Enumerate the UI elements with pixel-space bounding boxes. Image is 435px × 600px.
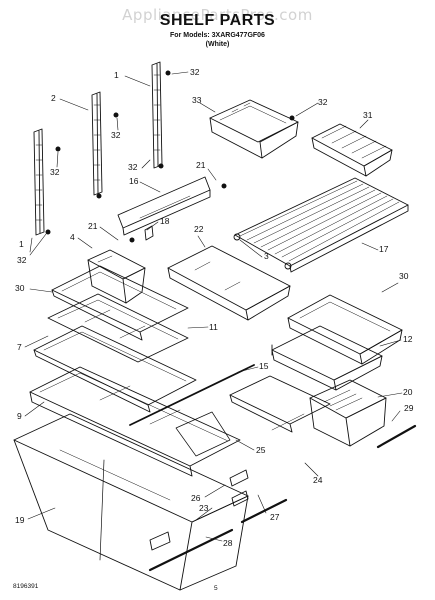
callout-32: 32 — [50, 167, 60, 177]
part-crisper-drawers — [13, 411, 249, 591]
part-slide-clips — [149, 469, 249, 551]
page-title: SHELF PARTS — [159, 12, 276, 29]
part-shelf-ladder-right — [151, 61, 163, 169]
part-drawer-cover — [229, 375, 331, 433]
part-shelf-trim-left — [33, 325, 197, 413]
document-number: 8196391 — [13, 583, 39, 590]
callout-30: 30 — [15, 283, 25, 293]
callout-20: 20 — [403, 387, 413, 397]
part-can-bin — [87, 249, 146, 304]
callout-28: 28 — [223, 538, 233, 548]
callout-32: 32 — [111, 130, 121, 140]
part-shelf-glass-left — [47, 293, 189, 363]
callout-11: 11 — [209, 322, 218, 332]
part-shelf-support — [117, 176, 211, 236]
part-rod — [129, 364, 255, 426]
callout-25: 25 — [256, 445, 266, 455]
leader-lines — [24, 71, 403, 542]
callout-33: 33 — [192, 95, 202, 105]
part-wire-shelf — [233, 177, 409, 273]
watermark: AppliancePartsPros.com — [122, 6, 313, 24]
part-shelf-right — [287, 294, 403, 365]
part-crisper-cover-left — [29, 366, 241, 477]
callout-16: 16 — [129, 176, 139, 186]
callout-12: 12 — [403, 334, 413, 344]
callout-32: 32 — [17, 255, 27, 265]
callout-19: 19 — [15, 515, 25, 525]
callout-21: 21 — [196, 160, 206, 170]
screws — [45, 70, 295, 243]
part-slide-rails — [148, 498, 288, 572]
part-ice-tray — [311, 123, 393, 177]
callout-3: 3 — [264, 251, 269, 261]
part-screw-18 — [144, 225, 154, 241]
callout-18: 18 — [160, 216, 170, 226]
callout-17: 17 — [379, 244, 389, 254]
models-line: For Models: 3XARG477GF06 — [170, 32, 265, 39]
part-shelf-ladder-middle — [91, 91, 103, 196]
callout-27: 27 — [270, 512, 280, 522]
callout-1: 1 — [114, 70, 119, 80]
callout-23: 23 — [199, 503, 209, 513]
part-meat-drawer — [309, 379, 387, 447]
part-shelf-ladder-left — [33, 128, 45, 236]
page-number: 5 — [214, 585, 218, 592]
color-line: (White) — [205, 41, 230, 48]
part-slide-shelf — [167, 245, 291, 321]
part-crisper-cover-right — [271, 325, 383, 391]
callout-30: 30 — [399, 271, 409, 281]
callout-21: 21 — [88, 221, 98, 231]
callout-31: 31 — [363, 110, 373, 120]
callout-32: 32 — [318, 97, 328, 107]
callout-7: 7 — [17, 342, 22, 352]
callout-26: 26 — [191, 493, 201, 503]
callout-32: 32 — [128, 162, 138, 172]
callout-4: 4 — [70, 232, 75, 242]
callout-22: 22 — [194, 224, 204, 234]
callout-9: 9 — [17, 411, 22, 421]
part-dairy-tray — [209, 99, 299, 159]
callout-32: 32 — [190, 67, 200, 77]
callout-24: 24 — [313, 475, 323, 485]
part-shelf-frame-left — [51, 265, 189, 341]
callout-29: 29 — [404, 403, 414, 413]
callout-2: 2 — [51, 93, 56, 103]
callout-1: 1 — [19, 239, 24, 249]
callout-15: 15 — [259, 361, 269, 371]
part-rod-small — [376, 424, 417, 449]
